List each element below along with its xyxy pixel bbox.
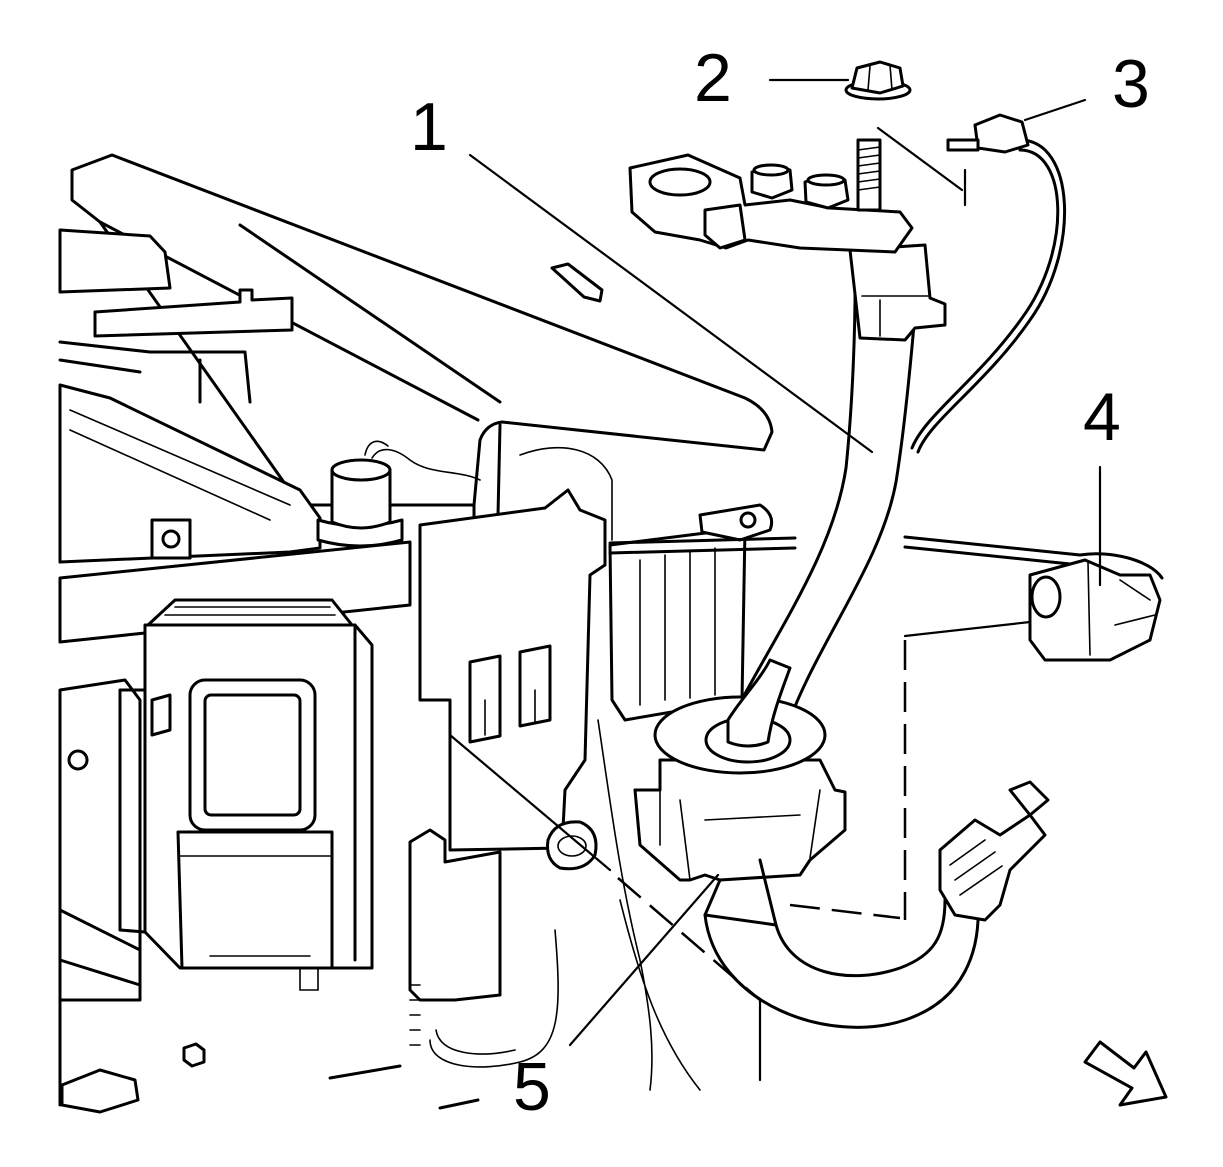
lower-connector-bracket bbox=[408, 828, 502, 1002]
engine-cover-tab bbox=[550, 262, 604, 303]
leader-line-5 bbox=[568, 873, 720, 1047]
leader-line-3 bbox=[1023, 98, 1087, 122]
mounting-bracket-slot-notches bbox=[484, 689, 536, 736]
lower-cable-loop bbox=[703, 898, 980, 1029]
bottom-left-block bbox=[60, 1068, 140, 1114]
reservoir-cap bbox=[316, 440, 481, 548]
left-mount-bolt bbox=[161, 529, 181, 549]
engine-cover-lid bbox=[70, 153, 774, 507]
leader-lines bbox=[448, 78, 1102, 1082]
mounting-bracket-plate bbox=[418, 488, 607, 852]
sensor-lead-clip bbox=[973, 113, 1030, 154]
sensor-lead-terminal bbox=[946, 138, 980, 152]
terminal-nut-hex bbox=[850, 60, 905, 95]
left-base-detail bbox=[58, 908, 142, 1107]
battery-terminal bbox=[628, 138, 914, 254]
left-front-bar-detail bbox=[69, 409, 291, 521]
sensor-lead bbox=[910, 113, 1066, 454]
reservoir-cap-wires bbox=[364, 440, 481, 481]
fuse-block-lower-detail bbox=[179, 855, 331, 991]
mounting-bracket-slot-right bbox=[518, 644, 552, 728]
engine-cover-crease bbox=[238, 223, 502, 404]
electrical-connector bbox=[903, 535, 1164, 662]
battery-cable bbox=[716, 243, 947, 747]
callout-3: 3 bbox=[1112, 46, 1150, 122]
mounting-bracket bbox=[408, 488, 701, 1091]
lower-connector-pins bbox=[409, 984, 421, 1046]
fuse-block-lower-module bbox=[176, 830, 334, 970]
lower-center-cables bbox=[597, 719, 701, 1091]
support-bracket-body bbox=[608, 526, 747, 722]
left-base-bolt bbox=[67, 749, 89, 771]
electrical-connector-detail bbox=[1087, 561, 1156, 656]
left-lower-housing bbox=[58, 540, 412, 644]
lower-cable-drop bbox=[703, 858, 778, 927]
alignment-dash-4-horizontal bbox=[789, 903, 901, 920]
terminal-stud-threads bbox=[857, 146, 881, 191]
electrical-connector-face bbox=[1030, 575, 1062, 619]
alignment-line-2 bbox=[876, 126, 967, 207]
fuse-block-top bbox=[146, 598, 354, 627]
sensor-lead-wire-a bbox=[916, 138, 1066, 454]
cable-grommet bbox=[633, 658, 847, 882]
battery-cable-entry bbox=[726, 658, 792, 748]
support-bracket-bolt bbox=[739, 511, 757, 529]
small-round-connector bbox=[546, 820, 598, 871]
fuse-block-side bbox=[118, 623, 357, 962]
harness-wire bbox=[519, 447, 613, 541]
electrical-connector-wires bbox=[903, 535, 1164, 580]
lower-wire-loop bbox=[429, 929, 559, 1068]
bottom-lines bbox=[328, 1064, 480, 1110]
direction-arrow-icon bbox=[1083, 1040, 1168, 1107]
left-upper-bar bbox=[93, 288, 294, 338]
cable-grommet-body bbox=[633, 758, 847, 882]
terminal-nut-left-top bbox=[752, 163, 790, 177]
reservoir-cap-top bbox=[330, 458, 392, 482]
alignment-line-4 bbox=[903, 620, 1032, 638]
callout-4: 4 bbox=[1083, 379, 1121, 455]
terminal-nut-right-top bbox=[806, 173, 846, 187]
left-mount-square bbox=[150, 518, 192, 560]
terminal-stud bbox=[856, 138, 882, 212]
left-mid-rail bbox=[58, 340, 252, 404]
support-bracket-bolt-tab bbox=[698, 503, 774, 542]
lower-cable bbox=[703, 780, 1050, 1029]
relay-window bbox=[203, 693, 302, 817]
left-base-plate bbox=[58, 678, 142, 1002]
left-engine-components bbox=[58, 228, 480, 1114]
lower-cable-connector-ribs bbox=[949, 839, 1003, 896]
fuse-block-clip bbox=[150, 693, 172, 737]
sensor-lead-wire-b bbox=[910, 148, 1060, 450]
bracket-wires bbox=[608, 536, 797, 555]
callout-1: 1 bbox=[410, 89, 448, 165]
mounting-bracket-slot-left bbox=[468, 654, 502, 744]
left-step-block bbox=[58, 228, 172, 294]
fuse-block bbox=[118, 598, 374, 991]
lower-cable-connector bbox=[938, 813, 1047, 922]
battery-terminal-clamp bbox=[703, 203, 747, 250]
callouts: 1 2 3 4 5 bbox=[410, 40, 1150, 1125]
terminal-nut-edges bbox=[867, 64, 893, 91]
engine-cover bbox=[70, 153, 774, 522]
battery-cable-clip bbox=[848, 243, 947, 342]
battery-cable-clip-detail bbox=[861, 295, 929, 337]
callout-2: 2 bbox=[694, 40, 732, 116]
terminal-nut bbox=[844, 60, 912, 101]
lower-cable-connector-tab bbox=[1008, 780, 1050, 817]
support-bracket-ribs bbox=[639, 547, 716, 706]
reservoir-cap-body bbox=[330, 468, 392, 530]
support-bracket bbox=[519, 447, 797, 722]
alignment-dash-5 bbox=[617, 877, 761, 1001]
fuse-block-top-hatch bbox=[164, 606, 336, 616]
cable-grommet-clips bbox=[659, 789, 821, 881]
alignment-line-5 bbox=[448, 733, 612, 872]
bottom-left-cube bbox=[182, 1042, 206, 1068]
small-round-connector-face bbox=[557, 835, 587, 857]
callout-5: 5 bbox=[513, 1049, 551, 1125]
leader-line-1 bbox=[468, 153, 874, 454]
battery-terminal-clamp-hole bbox=[648, 167, 712, 197]
